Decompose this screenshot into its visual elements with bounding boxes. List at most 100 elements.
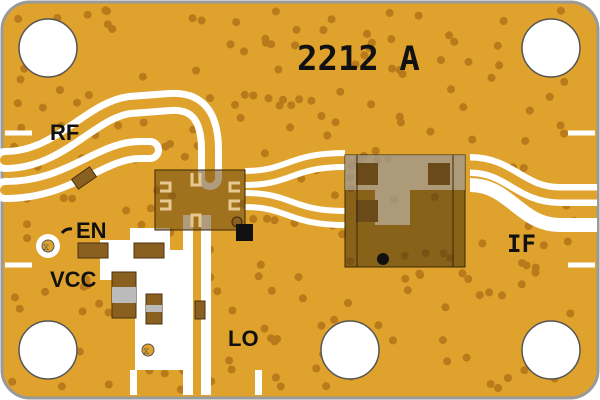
via [495, 61, 504, 70]
via [560, 129, 568, 138]
via [122, 206, 131, 215]
via [327, 15, 336, 24]
via [16, 75, 25, 84]
via [437, 56, 445, 65]
via [176, 385, 185, 394]
via [560, 77, 569, 86]
via [403, 286, 412, 295]
via [160, 369, 169, 378]
via [485, 288, 494, 297]
via [104, 380, 113, 389]
via [498, 291, 506, 300]
via [563, 237, 572, 246]
via [273, 335, 282, 343]
mounting-hole-tr [521, 18, 581, 78]
via [236, 113, 245, 122]
via [520, 366, 529, 375]
via [10, 293, 19, 302]
via [415, 269, 424, 278]
via [188, 14, 197, 23]
via [331, 191, 339, 200]
via [331, 118, 340, 127]
via [286, 123, 295, 132]
rf-trace [0, 89, 222, 202]
via [180, 152, 189, 161]
rf-label: RF [50, 120, 79, 145]
via [493, 41, 502, 50]
via [192, 66, 201, 75]
via [556, 121, 565, 130]
via [464, 275, 473, 283]
via [517, 280, 526, 289]
via [462, 353, 471, 362]
via [566, 309, 575, 318]
components [70, 154, 466, 325]
via [365, 43, 374, 52]
capacitor-en2 [133, 242, 165, 259]
via [503, 374, 512, 382]
mounting-hole-br [521, 320, 581, 380]
via [521, 136, 530, 145]
via [478, 239, 487, 248]
via [323, 131, 332, 140]
via [545, 92, 554, 101]
via [271, 7, 280, 16]
via-pad-vcc: ⧖ [143, 346, 149, 356]
via [447, 85, 455, 94]
via [312, 364, 321, 373]
mounting-holes [18, 18, 581, 380]
via [445, 31, 454, 40]
via [15, 304, 24, 313]
via [398, 70, 407, 79]
via [531, 268, 540, 277]
via [557, 6, 565, 15]
via [138, 72, 147, 81]
via [274, 65, 283, 74]
via [322, 382, 331, 391]
via [319, 26, 328, 34]
via [197, 16, 206, 25]
via [75, 347, 84, 356]
via [287, 101, 296, 110]
via [68, 194, 77, 203]
capacitor-rf [70, 166, 98, 190]
via [270, 216, 279, 225]
via [275, 101, 284, 110]
via [374, 321, 383, 330]
pin1-square [236, 224, 253, 241]
via [371, 146, 380, 155]
if-trace [244, 150, 597, 232]
via [17, 123, 26, 132]
via [518, 259, 527, 267]
via [539, 241, 548, 250]
lo-label: LO [228, 326, 259, 351]
via [291, 41, 299, 50]
via [264, 94, 273, 103]
via [103, 20, 112, 29]
via [336, 87, 345, 96]
via [458, 269, 467, 278]
via-pad-en: ⧖ [43, 242, 49, 252]
via [23, 234, 32, 243]
via [389, 336, 397, 345]
via [401, 274, 410, 283]
via [443, 357, 452, 366]
via [351, 60, 360, 69]
via [298, 294, 307, 303]
via [330, 315, 339, 324]
via [249, 215, 258, 224]
via [225, 356, 234, 365]
via [55, 86, 64, 94]
via [499, 17, 508, 25]
via [292, 25, 301, 34]
via [166, 140, 175, 148]
via [260, 149, 269, 158]
via [38, 103, 47, 112]
via [260, 324, 269, 333]
via [267, 286, 276, 295]
balun-dot [377, 253, 389, 265]
via [104, 308, 113, 317]
mounting-hole-bm [320, 320, 380, 380]
via [441, 303, 450, 312]
